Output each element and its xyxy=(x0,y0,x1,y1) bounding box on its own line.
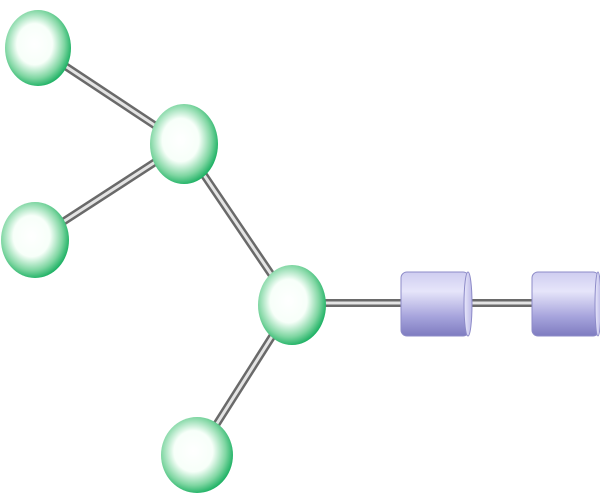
sphere-center xyxy=(258,265,326,345)
bonds xyxy=(31,44,569,459)
cylinder-2 xyxy=(531,271,600,337)
sphere-bottom xyxy=(161,417,233,493)
sphere-mid-left xyxy=(1,202,69,278)
sphere-upper-center xyxy=(150,104,218,184)
spheres xyxy=(1,10,326,493)
cylinder-1 xyxy=(400,271,473,337)
sphere-top-left xyxy=(5,10,71,86)
